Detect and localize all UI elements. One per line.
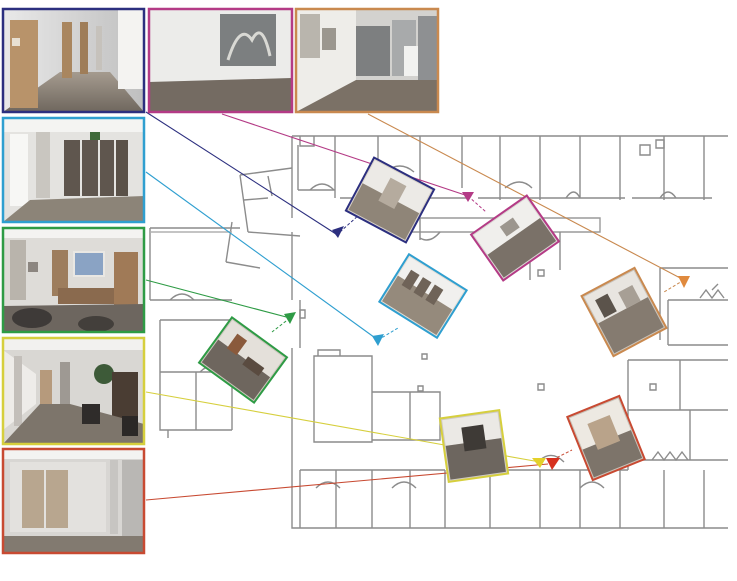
pose-marker-yellow (532, 458, 546, 468)
connector-cyan (145, 171, 379, 341)
pose-marker-green (284, 312, 296, 324)
plan-photo-navy (344, 156, 436, 244)
plan-photo-red (566, 394, 646, 482)
plan-photo-green (197, 315, 289, 405)
connector-navy (145, 111, 337, 235)
plan-photo-cyan (377, 252, 469, 340)
floor-plan (149, 135, 728, 529)
connector-magenta (221, 113, 469, 197)
plan-photo-magenta (469, 194, 561, 282)
photo-long-corridor (1, 336, 146, 446)
pose-marker-magenta (462, 192, 474, 202)
pose-marker-red (546, 458, 560, 470)
plan-photo-orange (580, 266, 668, 358)
photo-wall-artwork (147, 7, 294, 114)
connector-green (145, 279, 291, 319)
pose-markers (284, 192, 690, 470)
figure-caption (4, 566, 733, 581)
photo-cabinets (1, 116, 146, 224)
pose-marker-navy (332, 226, 344, 238)
photo-cubicles (294, 7, 440, 114)
photo-lobby-desk (1, 226, 146, 334)
photo-double-door (1, 447, 146, 555)
plan-photo-yellow (438, 409, 510, 483)
pose-marker-orange (678, 276, 690, 288)
pose-marker-cyan (372, 334, 384, 346)
photo-hallway-doors (1, 7, 146, 114)
